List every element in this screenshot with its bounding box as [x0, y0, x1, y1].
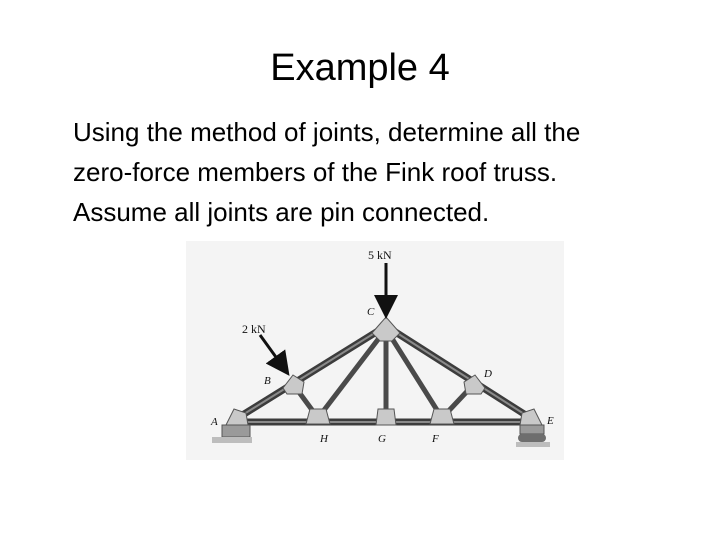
joint-label-c: C: [367, 306, 375, 318]
load-label-5kn: 5 kN: [368, 248, 392, 262]
body-line-1: Using the method of joints, determine al…: [73, 117, 581, 147]
fink-truss-figure: 5 kN 2 kN C B D A E H G F: [186, 241, 564, 460]
joint-label-g: G: [378, 433, 386, 445]
joint-label-d: D: [483, 368, 492, 380]
truss-diagram: 5 kN 2 kN C B D A E H G F: [210, 248, 554, 447]
top-chord-left: [234, 323, 388, 422]
joint-label-e: E: [546, 415, 554, 427]
slide-body-text: Using the method of joints, determine al…: [73, 112, 693, 232]
joint-label-b: B: [264, 375, 271, 387]
body-line-2: zero-force members of the Fink roof trus…: [73, 157, 558, 187]
web-members: [290, 327, 476, 420]
gusset-h: [305, 408, 331, 425]
slide-title: Example 4: [270, 47, 450, 89]
gusset-c: [371, 316, 401, 342]
gusset-plates: [225, 316, 543, 426]
gusset-g: [375, 408, 397, 426]
gusset-d: [463, 374, 486, 395]
joint-label-h: H: [319, 433, 329, 445]
top-chord-right: [384, 323, 534, 422]
pin-support-a: [212, 424, 252, 443]
gusset-f: [429, 408, 455, 425]
joint-label-a: A: [210, 416, 218, 428]
roller-support-e: [516, 424, 550, 447]
joint-label-f: F: [431, 433, 439, 445]
load-arrow-2kn: [258, 334, 290, 376]
body-line-3: Assume all joints are pin connected.: [73, 197, 490, 227]
gusset-b: [282, 374, 305, 395]
load-label-2kn: 2 kN: [242, 322, 266, 336]
